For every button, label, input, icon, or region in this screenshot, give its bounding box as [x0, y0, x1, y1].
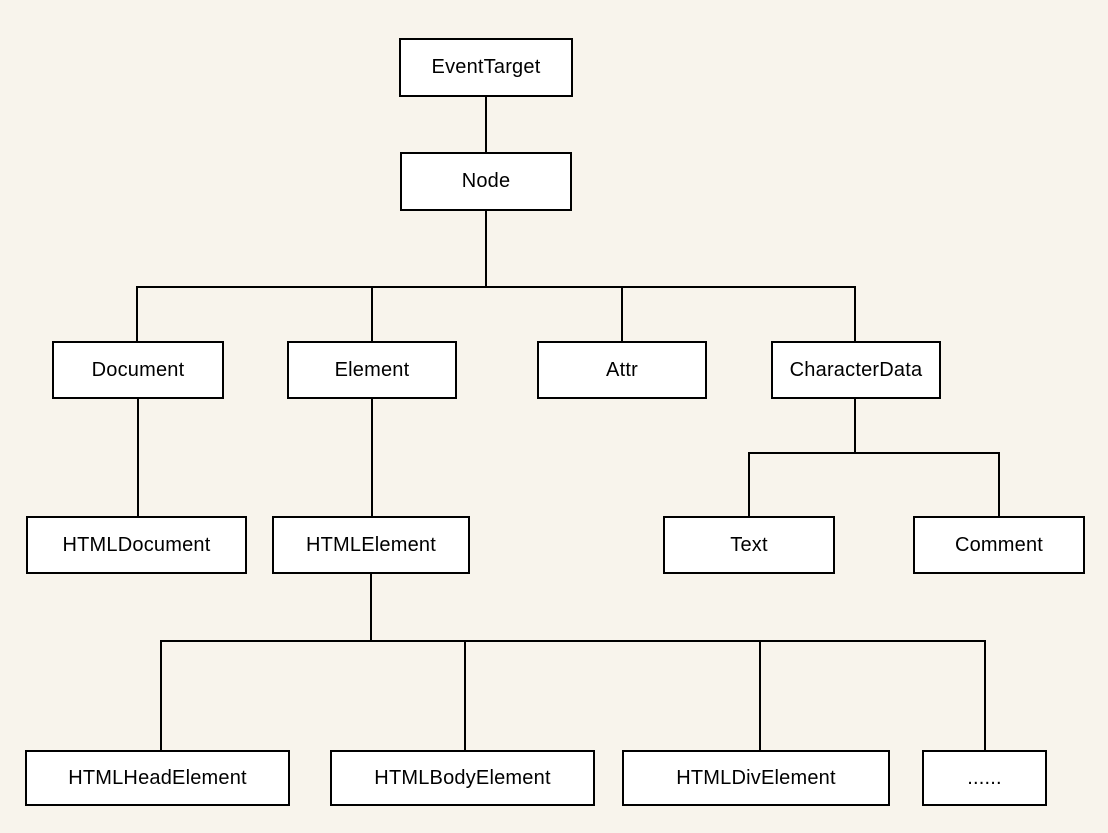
node-label-document: Document: [91, 358, 185, 381]
node-box-comment: Comment: [913, 516, 1085, 574]
connector-drop-document: [136, 287, 138, 341]
node-box-htmlbodyelement: HTMLBodyElement: [330, 750, 595, 806]
connector-drop-htmldivelement: [759, 641, 761, 750]
node-box-document: Document: [52, 341, 224, 399]
connector-drop-comment: [998, 453, 1000, 516]
connector-drop-characterdata: [854, 287, 856, 341]
node-label-htmlelement: HTMLElement: [305, 533, 436, 556]
node-label-node: Node: [461, 170, 511, 192]
connector-drop-htmlbodyelement: [464, 641, 466, 750]
node-box-htmldivelement: HTMLDivElement: [622, 750, 890, 806]
node-box-element: Element: [287, 341, 457, 399]
connector-element-to-htmlelement: [371, 399, 373, 516]
node-label-characterdata: CharacterData: [789, 358, 923, 381]
connector-htmlelement-stem: [370, 574, 372, 642]
connector-drop-htmlheadelement: [160, 641, 162, 750]
node-box-htmlheadelement: HTMLHeadElement: [25, 750, 290, 806]
node-label-htmldocument: HTMLDocument: [62, 533, 211, 556]
node-box-htmlelement: HTMLElement: [272, 516, 470, 574]
connector-drop-element: [371, 287, 373, 341]
node-label-htmldivelement: HTMLDivElement: [676, 766, 836, 789]
node-box-characterdata: CharacterData: [771, 341, 941, 399]
connector-drop-ellipsis: [984, 641, 986, 750]
connector-node-stem: [485, 211, 487, 288]
node-box-node: Node: [400, 152, 572, 211]
connector-document-to-htmldocument: [137, 399, 139, 516]
connector-characterdata-stem: [854, 399, 856, 454]
node-label-eventtarget: EventTarget: [431, 56, 541, 78]
node-box-htmldocument: HTMLDocument: [26, 516, 247, 574]
node-label-comment: Comment: [954, 533, 1044, 556]
node-box-ellipsis: ......: [922, 750, 1047, 806]
node-box-attr: Attr: [537, 341, 707, 399]
connector-htmlelement-children-bus: [160, 640, 986, 642]
connector-drop-attr: [621, 287, 623, 341]
node-label-htmlheadelement: HTMLHeadElement: [68, 766, 247, 789]
node-label-htmlbodyelement: HTMLBodyElement: [374, 766, 551, 789]
connector-node-children-bus: [136, 286, 856, 288]
node-box-eventtarget: EventTarget: [399, 38, 573, 97]
connector-drop-text: [748, 453, 750, 516]
connector-eventtarget-to-node: [485, 97, 487, 154]
node-label-text: Text: [730, 533, 768, 556]
node-label-element: Element: [334, 358, 410, 381]
node-box-text: Text: [663, 516, 835, 574]
node-label-ellipsis: ......: [967, 766, 1002, 789]
connector-characterdata-children-bus: [748, 452, 1000, 454]
node-label-attr: Attr: [606, 358, 638, 381]
